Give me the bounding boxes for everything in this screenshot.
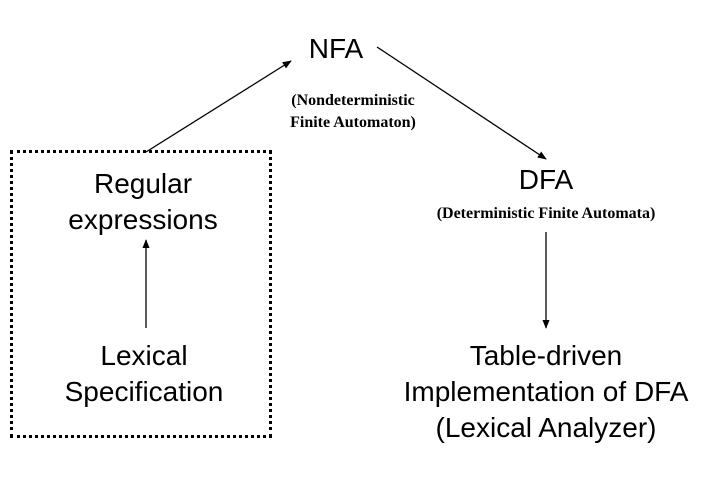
lexical-specification-line2: Specification [64, 376, 224, 407]
nfa-description: (Nondeterministic Finite Automaton) [290, 90, 416, 134]
implementation-node: Table-driven Implementation of DFA (Lexi… [404, 338, 689, 446]
arrow-nfa-to-dfa [376, 46, 547, 160]
regular-expressions-line1: Regular [93, 168, 193, 199]
lexical-specification-node: Lexical Specification [65, 338, 224, 410]
lexical-specification-line1: Lexical [100, 340, 188, 371]
nfa-description-line2: Finite Automaton) [290, 114, 416, 131]
nfa-node-label: NFA [308, 33, 364, 64]
nfa-description-line1: (Nondeterministic [291, 92, 415, 109]
regular-expressions-node: Regular expressions [68, 166, 217, 238]
dfa-description: (Deterministic Finite Automata) [436, 205, 656, 222]
regular-expressions-group-box [10, 150, 272, 438]
implementation-line2: Implementation of DFA [403, 376, 689, 407]
dfa-node-label: DFA [518, 164, 574, 195]
implementation-line1: Table-driven [469, 340, 623, 371]
arrow-regex-to-nfa [145, 60, 292, 153]
implementation-line3: (Lexical Analyzer) [435, 412, 657, 443]
regular-expressions-line2: expressions [68, 204, 218, 235]
